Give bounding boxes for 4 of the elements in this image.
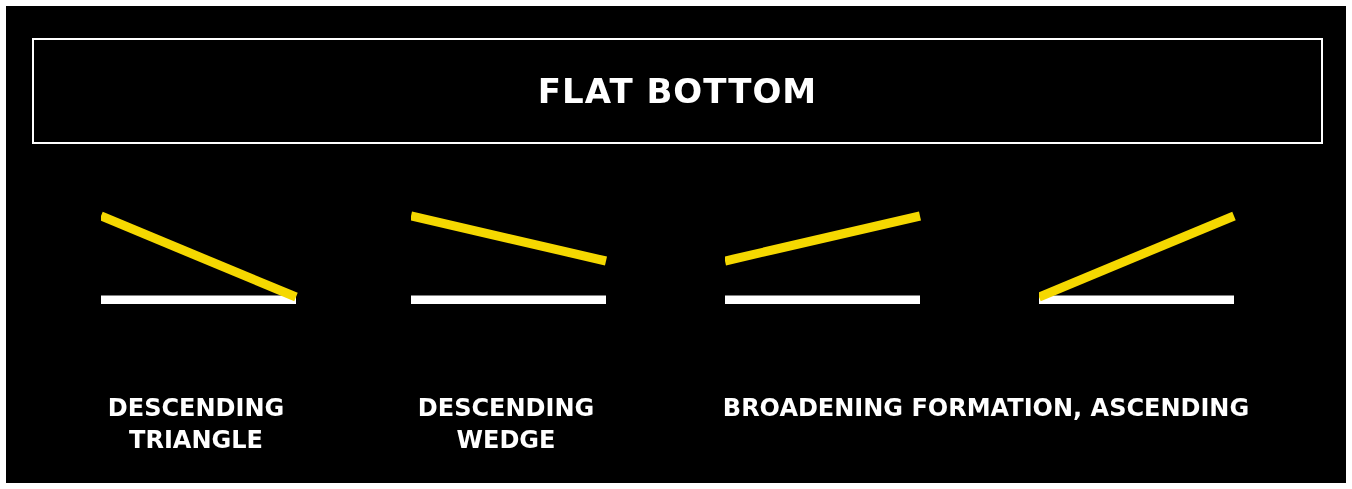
diagram-title: FLAT BOTTOM	[537, 71, 818, 111]
pattern-label: DESCENDING TRIANGLE	[106, 393, 286, 456]
pattern-label: DESCENDING WEDGE	[416, 393, 596, 456]
pattern-label: BROADENING FORMATION, ASCENDING	[721, 393, 1251, 424]
